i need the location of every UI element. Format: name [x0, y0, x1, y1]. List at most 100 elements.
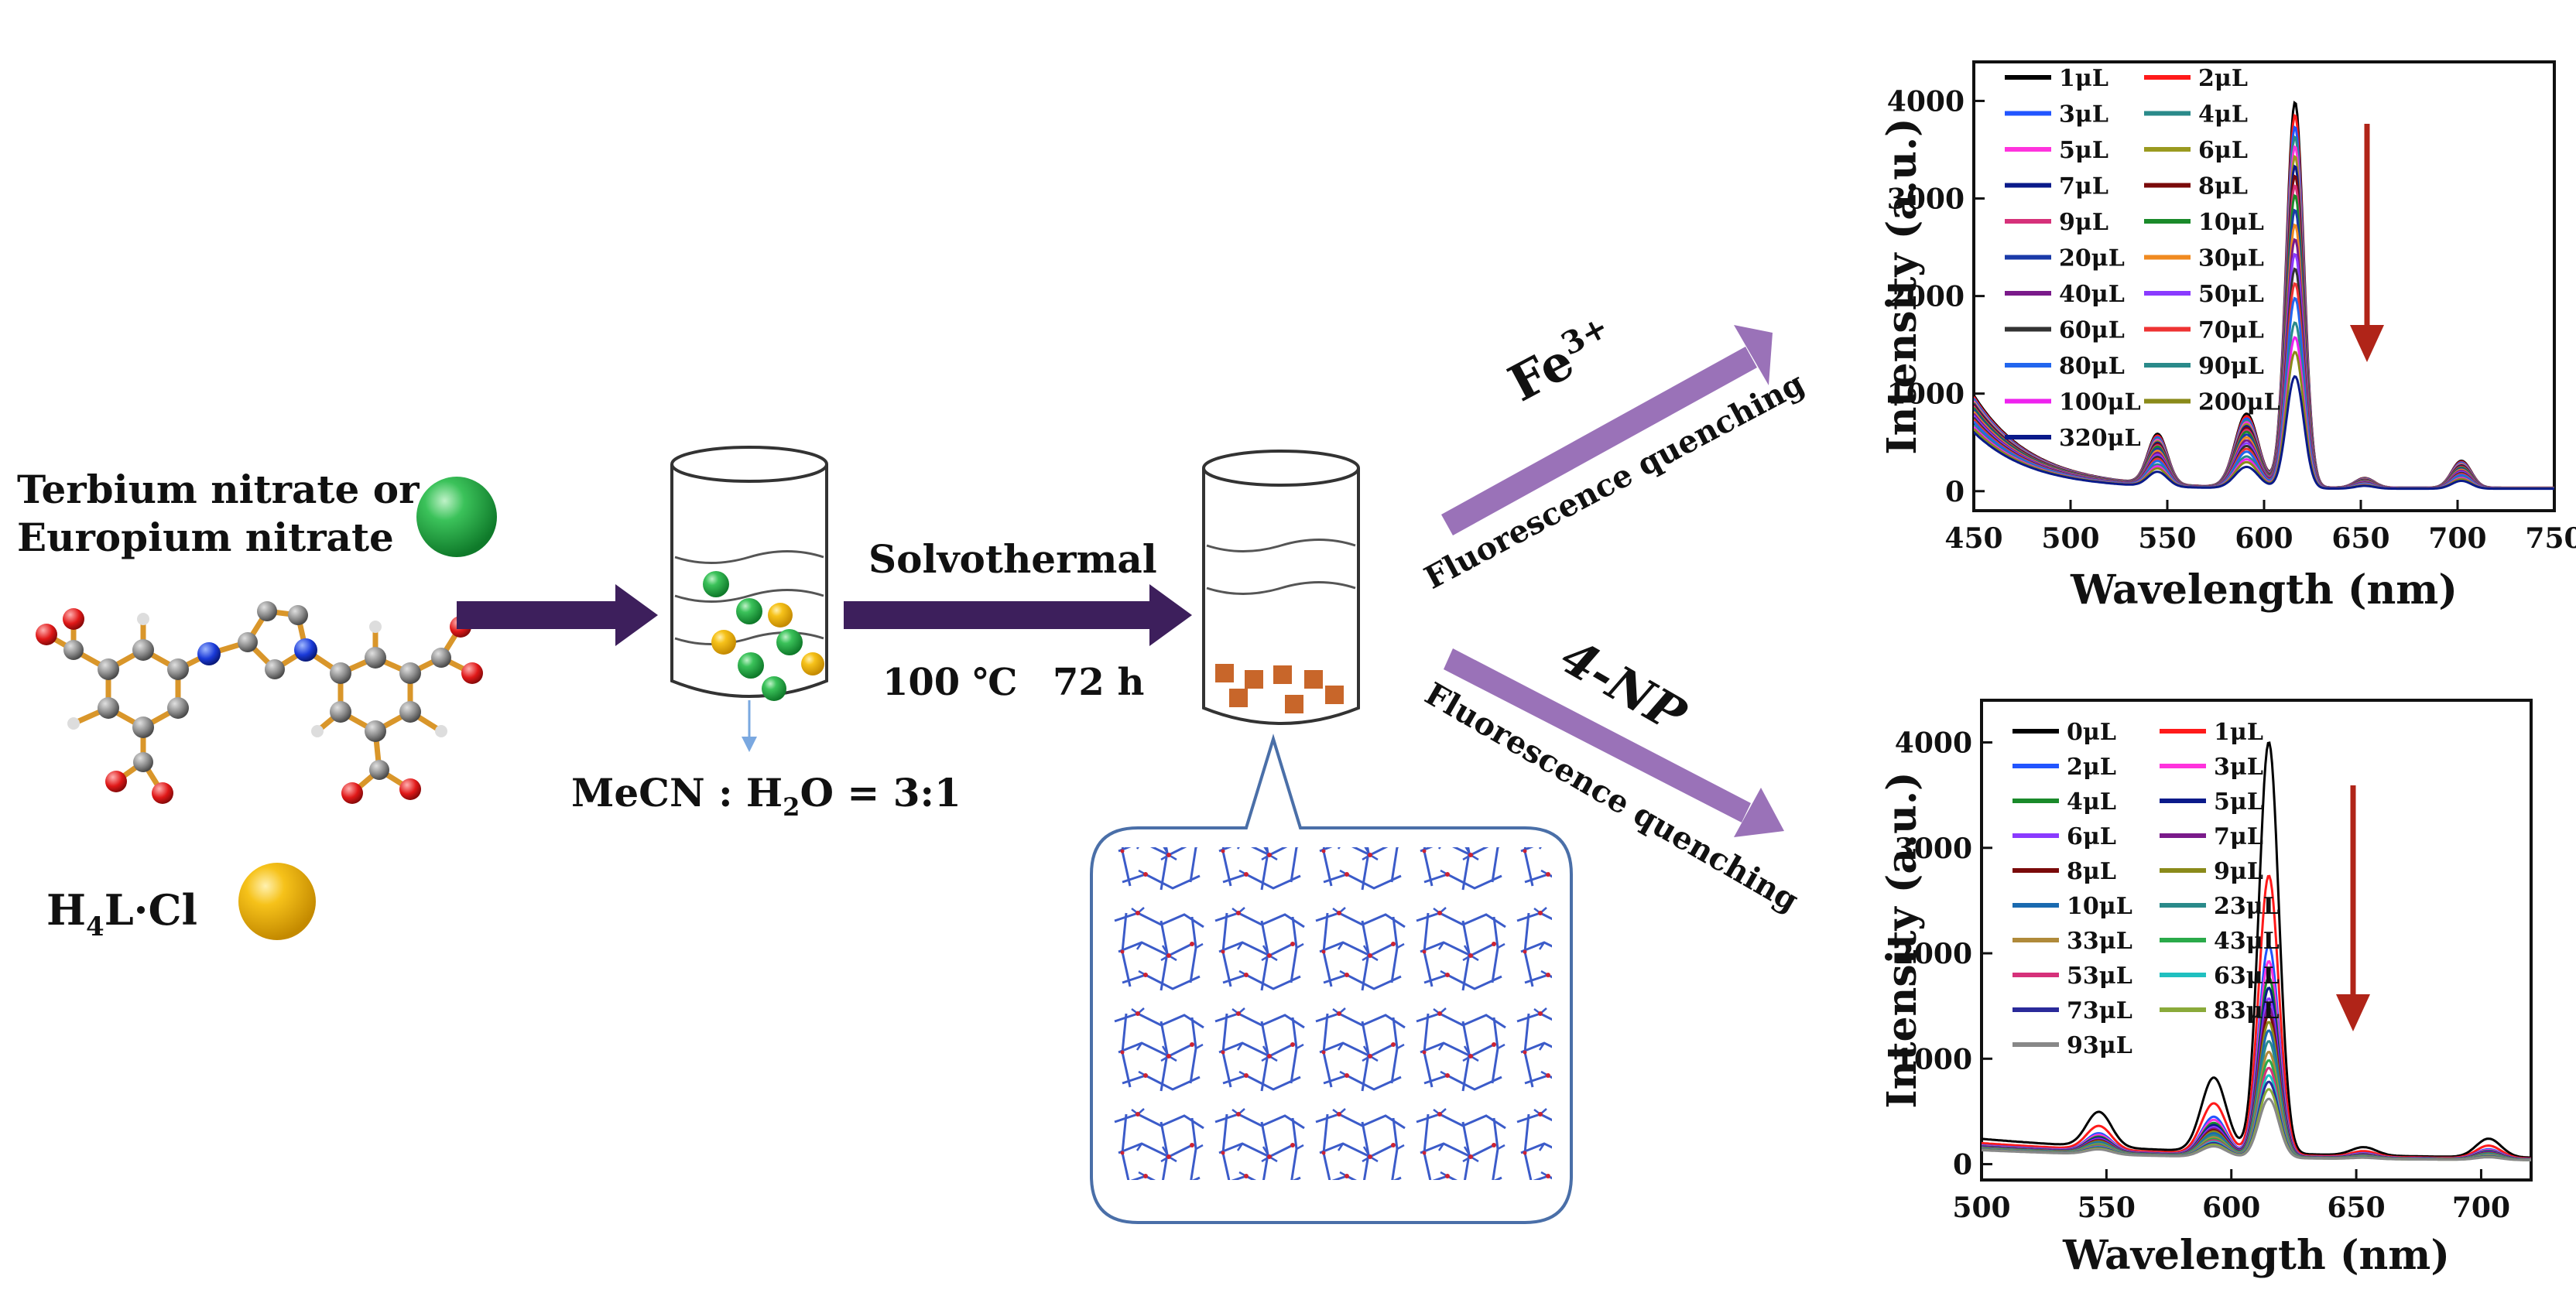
legend-label: 43μL	[2214, 928, 2280, 955]
x-tick-label: 500	[1952, 1192, 2010, 1224]
y-tick-label: 3000	[1887, 183, 1965, 216]
legend-label: 4μL	[2067, 788, 2116, 816]
legend-label: 6μL	[2067, 823, 2116, 850]
legend-label: 40μL	[2059, 281, 2125, 308]
y-tick-label: 0	[1945, 476, 1965, 508]
y-tick-label: 0	[1953, 1149, 1972, 1182]
legend-label: 3μL	[2214, 754, 2263, 781]
legend-label: 5μL	[2214, 788, 2263, 816]
legend-label: 100μL	[2059, 389, 2141, 416]
x-tick-label: 650	[2331, 522, 2389, 555]
legend-label: 60μL	[2059, 317, 2125, 344]
y-tick-label: 4000	[1887, 85, 1965, 118]
spectra-lines	[1974, 101, 2554, 491]
metal-salt-label-line2: Europium nitrate	[17, 515, 394, 560]
x-tick-label: 700	[2452, 1192, 2510, 1224]
solvothermal-arrow	[844, 584, 1192, 646]
spectra-lines	[1982, 741, 2531, 1161]
quench-arrow-head	[2336, 994, 2370, 1031]
x-tick-label: 600	[2235, 522, 2293, 555]
x-tick-label: 450	[1944, 522, 2002, 555]
y-tick-label: 2000	[1887, 281, 1965, 313]
spectrum-line-70μL	[1974, 282, 2554, 490]
legend-label: 30μL	[2198, 245, 2264, 272]
legend-label: 90μL	[2198, 353, 2264, 380]
legend-label: 83μL	[2214, 997, 2280, 1024]
reactants-group: Terbium nitrate or Europium nitrate	[17, 467, 497, 942]
spectrum-line-93μL	[1982, 1097, 2531, 1161]
x-tick-label: 700	[2428, 522, 2486, 555]
x-tick-label: 550	[2078, 1192, 2136, 1224]
arrow-to-beaker	[457, 584, 658, 646]
x-axis-label: Wavelength (nm)	[2062, 1232, 2450, 1279]
fe-ion-label: Fe3+	[1499, 309, 1625, 414]
quench-arrow-head	[2350, 325, 2384, 362]
legend-label: 9μL	[2059, 209, 2108, 236]
y-axis-label: Intensity (a.u.)	[1879, 118, 1926, 454]
legend-label: 70μL	[2198, 317, 2264, 344]
fe-branch-arrow	[1441, 325, 1773, 535]
x-axis-label: Wavelength (nm)	[2070, 566, 2458, 614]
legend-label: 20μL	[2059, 245, 2125, 272]
x-tick-label: 600	[2202, 1192, 2260, 1224]
fe-effect-label: Fluorescence quenching	[1419, 365, 1810, 597]
legend-label: 2μL	[2198, 65, 2248, 92]
legend-label: 10μL	[2067, 893, 2132, 920]
solvent-ratio-label: MeCN : H2O = 3:1	[571, 770, 961, 822]
legend-label: 6μL	[2198, 137, 2248, 164]
reaction-method-label: Solvothermal	[868, 536, 1157, 582]
y-tick-label: 1000	[1887, 378, 1965, 411]
crystal-structure-callout	[1090, 734, 1573, 1224]
legend-label: 9μL	[2214, 858, 2263, 885]
legend-label: 50μL	[2198, 281, 2264, 308]
metal-salt-label-line1: Terbium nitrate or	[17, 467, 420, 512]
ligand-sphere	[238, 863, 316, 940]
ligand-atoms	[36, 601, 483, 804]
legend-label: 23μL	[2214, 893, 2280, 920]
legend-label: 200μL	[2198, 389, 2280, 416]
fe3-quenching-chart: 450 500 550 600 650 700 750 0 1000 2000 3000 4000Wa…	[1879, 60, 2576, 614]
legend-label: 2μL	[2067, 754, 2116, 781]
legend-label: 320μL	[2059, 425, 2141, 452]
reaction-time-label: 72 h	[1053, 661, 1144, 704]
legend-label: 8μL	[2198, 173, 2248, 200]
reaction-temperature-label: 100 ℃	[882, 661, 1017, 704]
legend-label: 7μL	[2059, 173, 2108, 200]
reaction-beaker	[670, 446, 828, 752]
4np-quenching-chart: 500 550 600 650 700 0 1000 2000 3000 4000Waveleng…	[1879, 699, 2533, 1279]
mof-framework-image	[1111, 847, 1552, 1180]
x-tick-label: 550	[2138, 522, 2196, 555]
product-beaker	[1202, 450, 1360, 725]
x-tick-label: 750	[2525, 522, 2576, 555]
legend-label: 10μL	[2198, 209, 2264, 236]
x-tick-label: 500	[2041, 522, 2099, 555]
y-axis-label: Intensity (a.u.)	[1879, 771, 1926, 1108]
legend-label: 7μL	[2214, 823, 2263, 850]
y-tick-label: 3000	[1895, 833, 1972, 865]
legend-label: 3μL	[2059, 101, 2108, 128]
legend-label: 93μL	[2067, 1032, 2132, 1059]
legend-label: 73μL	[2067, 997, 2132, 1024]
metal-ion-sphere	[416, 477, 497, 557]
legend-label: 5μL	[2059, 137, 2108, 164]
spectrum-line-320μL	[1974, 374, 2554, 491]
x-tick-label: 650	[2328, 1192, 2386, 1224]
np-branch-arrow	[1444, 648, 1784, 837]
legend-label: 1μL	[2214, 719, 2263, 746]
y-tick-label: 1000	[1895, 1043, 1972, 1076]
ligand-label: H4L·Cl	[46, 885, 197, 942]
legend-label: 53μL	[2067, 963, 2132, 990]
legend-label: 80μL	[2059, 353, 2125, 380]
plot-frame	[1980, 699, 2533, 1182]
legend-label: 1μL	[2059, 65, 2108, 92]
y-tick-label: 2000	[1895, 938, 1972, 970]
legend-label: 8μL	[2067, 858, 2116, 885]
y-tick-label: 4000	[1895, 727, 1972, 760]
legend: 1μL 2μL 3μL 4μL 5μL 6μL 7μL 8μL 9μL 10μL 20μL 30μL 4…	[2005, 65, 2280, 452]
legend-label: 63μL	[2214, 963, 2280, 990]
legend-label: 4μL	[2198, 101, 2248, 128]
legend-label: 33μL	[2067, 928, 2132, 955]
